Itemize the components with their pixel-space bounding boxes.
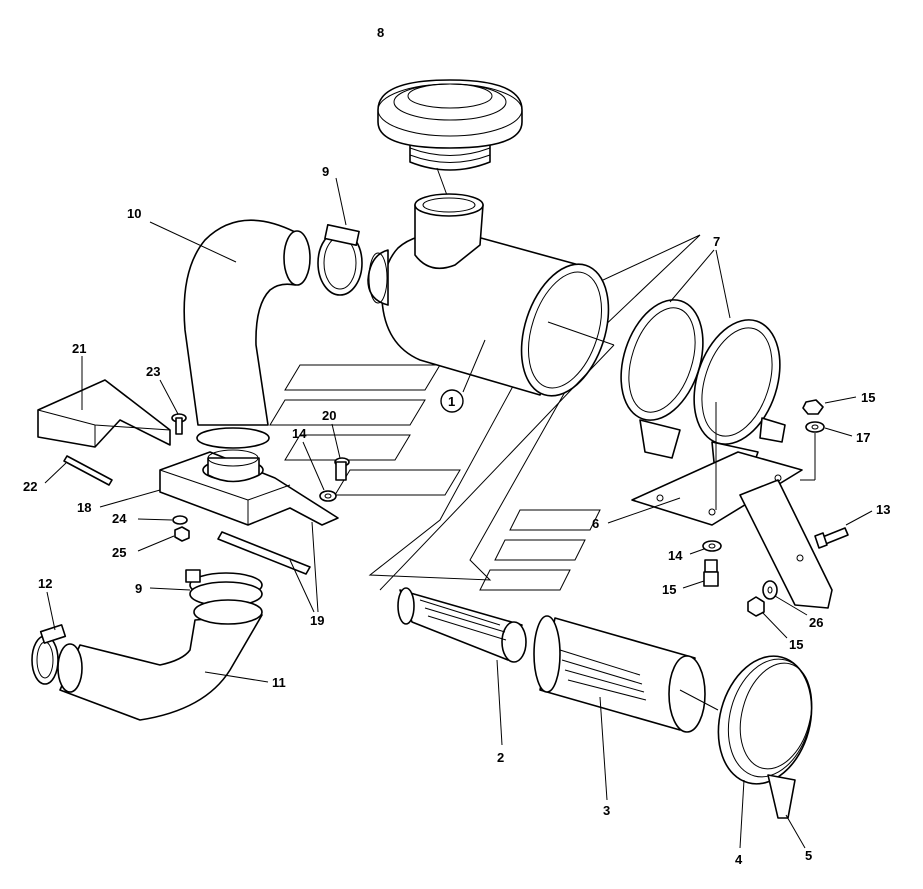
air-filter-housing: [367, 193, 610, 397]
callout-circle-1: [440, 389, 464, 413]
callout-26: 26: [809, 615, 823, 630]
callout-10: 10: [127, 206, 141, 221]
upper-hose-clamp: [317, 224, 363, 296]
callout-8: 8: [377, 25, 384, 40]
washer-14-left: [319, 490, 337, 502]
washer-26: [762, 580, 778, 600]
callout-6: 6: [592, 516, 599, 531]
bolt-20: [334, 457, 350, 481]
callout-12: 12: [38, 576, 52, 591]
callout-4: 4: [735, 852, 743, 867]
bolt-23: [171, 413, 187, 435]
washer-14-right: [702, 540, 722, 552]
callout-3: 3: [603, 803, 610, 818]
callout-7: 7: [713, 234, 720, 249]
bolt-15-right: [703, 559, 719, 587]
pre-cleaner-cap: [377, 79, 523, 171]
callout-14-right: 14: [668, 548, 683, 563]
callout-18: 18: [77, 500, 91, 515]
callout-25: 25: [112, 545, 126, 560]
end-hose-clamp: [31, 624, 67, 685]
mounting-bracket: [631, 451, 833, 609]
lower-hose-clamp: [185, 569, 263, 607]
callout-14-left: 14: [292, 426, 307, 441]
shield-cover: [37, 379, 171, 448]
watermark-logo: [269, 234, 701, 591]
strap: [63, 455, 113, 486]
mounting-band-front: [620, 299, 704, 459]
callout-15-right: 15: [662, 582, 676, 597]
callout-24: 24: [112, 511, 127, 526]
callout-1: 1: [448, 394, 455, 409]
callout-19: 19: [310, 613, 324, 628]
callout-15-lower: 15: [789, 637, 803, 652]
end-cover: [717, 655, 813, 785]
callout-17: 17: [856, 430, 870, 445]
nut-15-lower: [747, 596, 765, 617]
callout-5: 5: [805, 848, 812, 863]
callout-2: 2: [497, 750, 504, 765]
callout-labels: 1 2 3 4 5 6 7 8 9 9 10 11 12 13 14 14 15…: [23, 25, 890, 867]
bolt-13: [814, 527, 849, 549]
callout-9-lower: 9: [135, 581, 142, 596]
washer-17: [805, 421, 825, 433]
callout-21: 21: [72, 341, 86, 356]
nut-15-upper: [802, 399, 824, 415]
lower-intake-hose: [57, 599, 263, 721]
callout-15-upper: 15: [861, 390, 875, 405]
callout-9-upper: 9: [322, 164, 329, 179]
dust-ejector-valve: [767, 774, 796, 819]
hose-adapter-bracket: [159, 449, 339, 526]
upper-intake-hose: [183, 219, 311, 449]
primary-filter-element: [533, 615, 706, 733]
callout-11: 11: [272, 675, 286, 690]
callout-23: 23: [146, 364, 160, 379]
gasket: [217, 531, 311, 575]
nut-25: [174, 526, 190, 542]
callout-13: 13: [876, 502, 890, 517]
callout-22: 22: [23, 479, 37, 494]
safety-filter-element: [397, 587, 527, 663]
callout-20: 20: [322, 408, 336, 423]
washer-24: [172, 515, 188, 525]
